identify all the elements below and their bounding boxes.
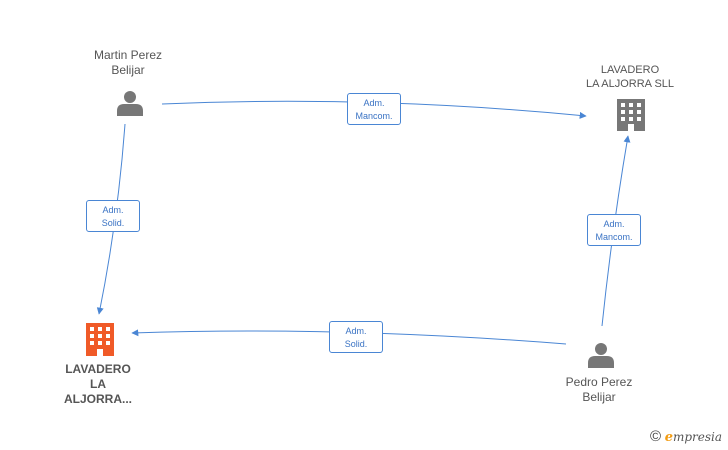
edge-label-line: Solid. <box>101 218 125 228</box>
edge-label-line: Solid. <box>344 339 368 349</box>
node-name-line: ALJORRA... <box>63 392 132 406</box>
node-name-line: LA ALJORRA SLL <box>585 78 675 90</box>
edge-label-martin-to-main[interactable]: Adm. Solid. <box>86 200 140 232</box>
node-name-line: LA <box>90 377 106 391</box>
node-name-line: Pedro Perez <box>565 375 633 389</box>
edge-label-pedro-to-main[interactable]: Adm. Solid. <box>329 321 383 353</box>
edge-label-martin-to-sll[interactable]: Adm. Mancom. <box>347 93 401 125</box>
brand-name: mpresia <box>672 430 723 444</box>
node-name-line: Martin Perez <box>93 48 163 62</box>
node-name-line: LAVADERO <box>600 64 660 76</box>
node-name-line: Belijar <box>111 63 145 77</box>
person-icon <box>588 343 614 368</box>
copyright-symbol: © <box>650 428 662 445</box>
brand-logo: © empresia <box>650 428 722 445</box>
node-label-lavadero-sll[interactable]: LAVADERO LA ALJORRA SLL <box>570 63 690 91</box>
edge-label-line: Adm. <box>363 98 385 108</box>
node-name-line: LAVADERO <box>65 362 131 376</box>
brand-initial: e <box>664 430 673 445</box>
node-name-line: Belijar <box>582 390 616 404</box>
building-icon <box>617 99 645 131</box>
edge-label-line: Mancom. <box>595 232 633 242</box>
building-icon <box>86 323 114 356</box>
person-icon <box>117 91 143 116</box>
edge-label-line: Mancom. <box>355 111 393 121</box>
edge-label-line: Adm. <box>102 205 124 215</box>
edge-label-line: Adm. <box>345 326 367 336</box>
node-label-martin[interactable]: Martin Perez Belijar <box>78 48 178 78</box>
node-label-lavadero-main[interactable]: LAVADERO LA ALJORRA... <box>48 362 148 407</box>
node-label-pedro[interactable]: Pedro Perez Belijar <box>549 375 649 405</box>
edge-label-line: Adm. <box>603 219 625 229</box>
edge-label-pedro-to-sll[interactable]: Adm. Mancom. <box>587 214 641 246</box>
